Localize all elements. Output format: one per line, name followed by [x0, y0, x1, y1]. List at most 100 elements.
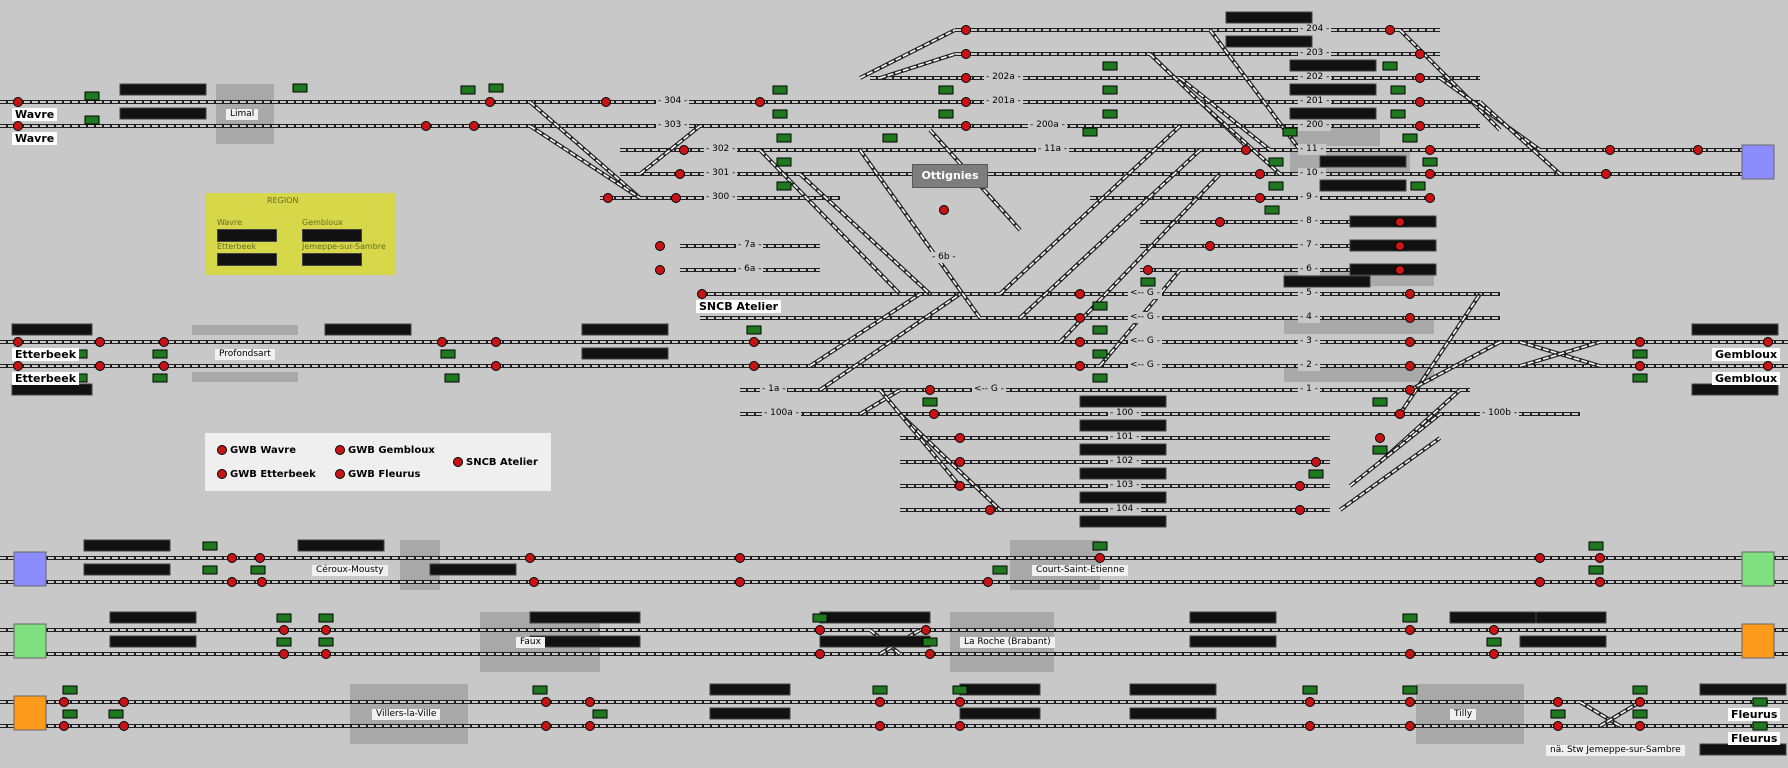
block-indicator[interactable]: [83, 539, 171, 552]
signal[interactable]: [1295, 505, 1305, 515]
signal[interactable]: [95, 361, 105, 371]
signal-green[interactable]: [1372, 445, 1388, 455]
signal[interactable]: [675, 169, 685, 179]
signal[interactable]: [735, 577, 745, 587]
signal[interactable]: [1241, 145, 1251, 155]
track-segment[interactable]: [1339, 437, 1441, 511]
signal-green[interactable]: [1102, 61, 1118, 71]
signal[interactable]: [955, 697, 965, 707]
signal[interactable]: [1635, 337, 1645, 347]
signal[interactable]: [983, 577, 993, 587]
signal-green[interactable]: [776, 133, 792, 143]
signal[interactable]: [1205, 241, 1215, 251]
signal[interactable]: [1635, 721, 1645, 731]
signal-green[interactable]: [460, 85, 476, 95]
signal-green[interactable]: [992, 565, 1008, 575]
signal[interactable]: [1095, 553, 1105, 563]
signal-green[interactable]: [938, 85, 954, 95]
signal-green[interactable]: [152, 373, 168, 383]
block-indicator[interactable]: [1289, 83, 1377, 96]
signal-green[interactable]: [152, 349, 168, 359]
track-segment[interactable]: [1409, 341, 1501, 391]
signal-green[interactable]: [488, 83, 504, 93]
block-indicator[interactable]: [1289, 59, 1377, 72]
signal-green[interactable]: [1102, 109, 1118, 119]
track-segment[interactable]: [639, 125, 701, 175]
signal-green[interactable]: [1410, 181, 1426, 191]
signal-green[interactable]: [1550, 709, 1566, 719]
block-indicator[interactable]: [1189, 611, 1277, 624]
block-indicator[interactable]: [1699, 743, 1787, 756]
signal[interactable]: [485, 97, 495, 107]
signal[interactable]: [541, 697, 551, 707]
block-indicator[interactable]: [1079, 467, 1167, 480]
signal[interactable]: [1553, 697, 1563, 707]
signal[interactable]: [227, 553, 237, 563]
signal[interactable]: [955, 481, 965, 491]
block-indicator[interactable]: [529, 611, 641, 624]
block-indicator[interactable]: [959, 707, 1041, 720]
signal-green[interactable]: [1632, 685, 1648, 695]
signal[interactable]: [955, 433, 965, 443]
signal[interactable]: [1295, 481, 1305, 491]
signal[interactable]: [1405, 313, 1415, 323]
block-indicator[interactable]: [1129, 707, 1217, 720]
signal[interactable]: [939, 205, 949, 215]
signal[interactable]: [671, 193, 681, 203]
signal[interactable]: [13, 337, 23, 347]
signal[interactable]: [1385, 25, 1395, 35]
track-segment[interactable]: [879, 389, 961, 487]
block-indicator[interactable]: [1079, 443, 1167, 456]
block-indicator[interactable]: [83, 563, 171, 576]
track-segment[interactable]: [1349, 413, 1441, 487]
signal-green[interactable]: [444, 373, 460, 383]
block-indicator[interactable]: [1225, 35, 1313, 48]
track-segment[interactable]: [879, 53, 956, 79]
signal[interactable]: [1553, 721, 1563, 731]
block-indicator[interactable]: [119, 107, 207, 120]
signal[interactable]: [1605, 145, 1615, 155]
signal-green[interactable]: [1092, 541, 1108, 551]
signal-green[interactable]: [1302, 685, 1318, 695]
signal-green[interactable]: [812, 613, 828, 623]
signal[interactable]: [1535, 553, 1545, 563]
track-segment[interactable]: [799, 173, 931, 295]
signal[interactable]: [735, 553, 745, 563]
block-indicator[interactable]: [709, 683, 791, 696]
signal[interactable]: [227, 577, 237, 587]
signal[interactable]: [585, 697, 595, 707]
block-indicator[interactable]: [819, 611, 931, 624]
track-segment[interactable]: [1099, 269, 1181, 367]
signal[interactable]: [961, 49, 971, 59]
block-indicator[interactable]: [297, 539, 385, 552]
block-indicator[interactable]: [819, 635, 931, 648]
block-indicator[interactable]: [1079, 491, 1167, 504]
signal-green[interactable]: [746, 325, 762, 335]
signal[interactable]: [921, 625, 931, 635]
signal-green[interactable]: [776, 157, 792, 167]
signal-green[interactable]: [84, 115, 100, 125]
signal[interactable]: [437, 337, 447, 347]
signal[interactable]: [655, 265, 665, 275]
signal[interactable]: [491, 361, 501, 371]
signal-green[interactable]: [250, 565, 266, 575]
signal[interactable]: [1415, 97, 1425, 107]
signal[interactable]: [1311, 457, 1321, 467]
signal[interactable]: [603, 193, 613, 203]
signal-green[interactable]: [108, 709, 124, 719]
block-indicator[interactable]: [959, 683, 1041, 696]
signal-green[interactable]: [318, 637, 334, 647]
signal[interactable]: [469, 121, 479, 131]
signal[interactable]: [955, 457, 965, 467]
block-indicator[interactable]: [581, 323, 669, 336]
signal-green[interactable]: [276, 637, 292, 647]
block-indicator[interactable]: [1189, 635, 1277, 648]
block-indicator[interactable]: [1319, 155, 1407, 168]
signal[interactable]: [961, 73, 971, 83]
signal-green[interactable]: [1588, 541, 1604, 551]
signal-green[interactable]: [276, 613, 292, 623]
signal[interactable]: [1601, 169, 1611, 179]
signal-green[interactable]: [318, 613, 334, 623]
signal[interactable]: [1595, 577, 1605, 587]
